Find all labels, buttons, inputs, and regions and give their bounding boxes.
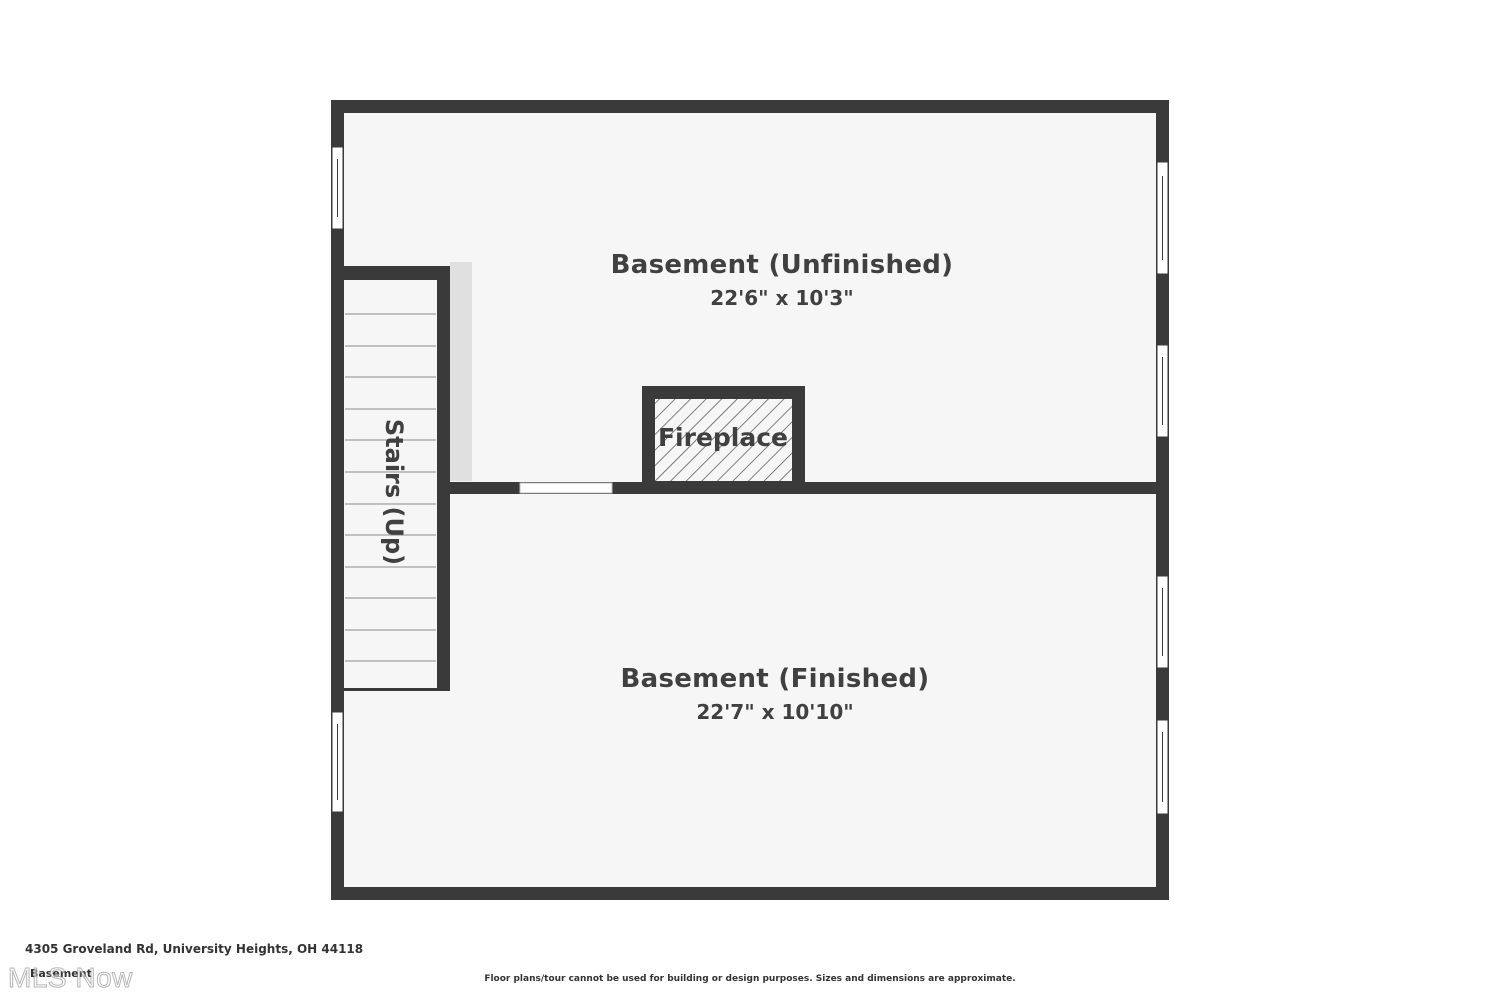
stairs-label: Stairs (Up) [380,418,408,566]
room-finished-label: Basement (Finished) 22'7" x 10'10" [575,664,975,724]
room-dimensions: 22'6" x 10'3" [710,286,854,310]
room-name: Basement (Unfinished) [610,250,954,280]
fireplace-hatch [655,399,792,481]
window-panes [337,159,1163,802]
room-unfinished-label: Basement (Unfinished) 22'6" x 10'3" [582,250,982,310]
room-name: Basement (Finished) [620,664,930,694]
doorway [519,482,613,494]
room-dimensions: 22'7" x 10'10" [696,700,854,724]
floor-name-text: Basement [30,967,92,980]
disclaimer-text: Floor plans/tour cannot be used for buil… [484,974,1016,984]
partition-strip [450,262,472,481]
stair-treads [345,313,436,662]
mls-watermark: MLS Now [8,962,133,994]
fireplace-label: Fireplace [657,423,789,452]
stair-treads-area [344,280,437,688]
floor-area [344,113,1156,887]
address-text: 4305 Groveland Rd, University Heights, O… [25,942,364,956]
